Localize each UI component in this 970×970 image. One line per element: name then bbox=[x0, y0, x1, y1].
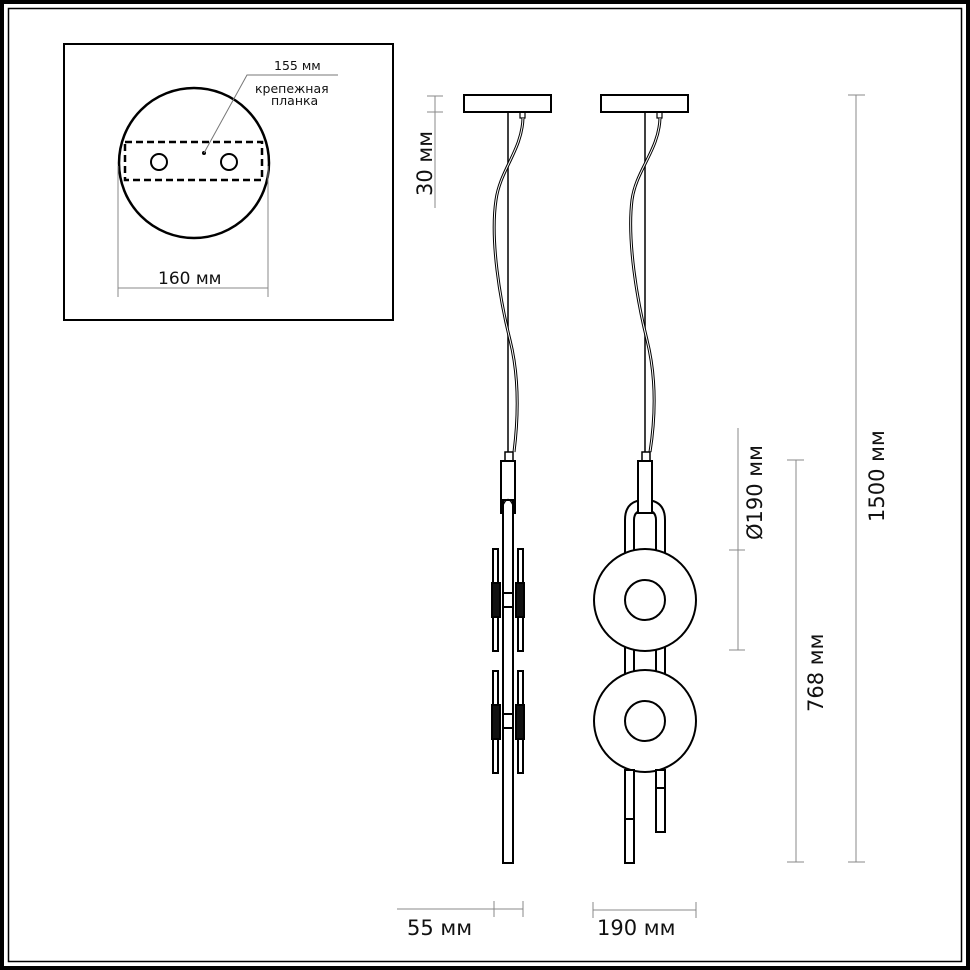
front-canopy bbox=[600, 94, 689, 113]
side-depth-dimension bbox=[397, 901, 524, 917]
canopy-height-dimension bbox=[427, 95, 443, 208]
body-length-dimension bbox=[787, 459, 804, 863]
total-height-label: 1500 мм bbox=[865, 430, 889, 522]
plate-name-line2: планка bbox=[271, 93, 318, 108]
shade-diameter-dimension bbox=[729, 428, 745, 651]
side-depth-label: 55 мм bbox=[407, 916, 472, 940]
plate-leader-line bbox=[203, 74, 338, 154]
front-view bbox=[593, 94, 697, 864]
shade-diameter-label: Ø190 мм bbox=[743, 445, 767, 540]
side-canopy bbox=[463, 94, 552, 113]
front-width-dimension bbox=[592, 902, 697, 918]
side-view bbox=[463, 94, 552, 864]
front-disc-lower bbox=[593, 669, 697, 773]
total-height-dimension bbox=[848, 94, 865, 863]
body-length-label: 768 мм bbox=[804, 634, 828, 712]
plate-name-line1: крепежная bbox=[255, 81, 329, 96]
canopy-height-label: 30 мм bbox=[413, 131, 437, 196]
mounting-plate bbox=[123, 140, 264, 182]
canopy-diameter-label: 160 мм bbox=[158, 269, 222, 289]
mount-hole-left bbox=[150, 153, 168, 171]
canopy-detail-inset bbox=[63, 43, 394, 321]
plate-width-label: 155 мм bbox=[274, 58, 321, 73]
front-disc-upper bbox=[593, 548, 697, 652]
front-width-label: 190 мм bbox=[597, 916, 675, 940]
mount-hole-right bbox=[220, 153, 238, 171]
canopy-circle bbox=[117, 86, 271, 240]
